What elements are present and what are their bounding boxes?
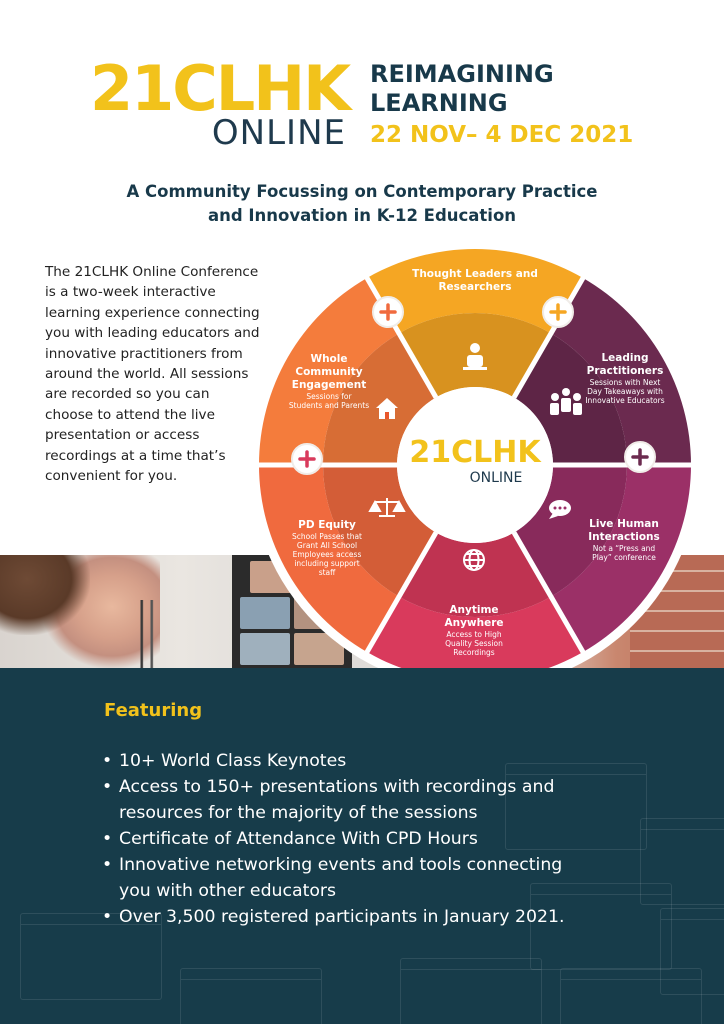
plus-badge bbox=[291, 443, 323, 475]
center-logo-sub: ONLINE bbox=[470, 470, 523, 486]
person-hair-photo bbox=[0, 555, 90, 635]
wheel-inner-segment-pd-equity bbox=[323, 465, 436, 597]
segment-description: Day Takeaways with bbox=[587, 387, 663, 396]
plus-badge bbox=[372, 296, 404, 328]
video-tile bbox=[240, 597, 290, 629]
decorative-window-outline bbox=[560, 968, 702, 1024]
segment-description: Not a “Press and bbox=[593, 544, 656, 553]
segment-title: Thought Leaders and bbox=[412, 268, 538, 280]
center-logo: 21CLHK bbox=[409, 435, 542, 470]
segment-description: Play” conference bbox=[592, 553, 656, 562]
chat-bubble-icon bbox=[549, 500, 571, 519]
segment-description: Innovative Educators bbox=[585, 396, 664, 405]
segment-title: Anytime bbox=[449, 604, 498, 616]
segment-description: Sessions for bbox=[306, 392, 352, 401]
segment-separator bbox=[511, 274, 587, 399]
wheel-segment-pd-equity bbox=[259, 465, 399, 653]
brand-logo: 21CLHK ONLINE bbox=[90, 52, 351, 153]
subtitle-line-2: and Innovation in K-12 Education bbox=[207, 206, 517, 225]
video-tile bbox=[240, 633, 290, 665]
segment-leading-practitioners: Leading Practitioners Sessions with Next… bbox=[585, 352, 664, 405]
decorative-window-outline bbox=[180, 968, 322, 1024]
person-presenting-icon bbox=[463, 343, 487, 370]
segment-description-wrap: Employees access including support staff bbox=[292, 550, 362, 577]
wheel-segment-anytime-anywhere bbox=[367, 596, 583, 681]
segment-title: Researchers bbox=[438, 281, 511, 293]
headline-line-1: REIMAGINING bbox=[370, 60, 554, 88]
segment-description: Grant All School bbox=[297, 541, 357, 550]
decorative-window-outline bbox=[20, 913, 162, 1000]
intro-paragraph: The 21CLHK Online Conference is a two-we… bbox=[45, 264, 260, 485]
segment-title: Whole bbox=[311, 353, 348, 365]
event-dates: 22 NOV– 4 DEC 2021 bbox=[370, 122, 634, 148]
segment-description: Sessions with Next bbox=[590, 378, 661, 387]
decorative-window-outline bbox=[400, 958, 542, 1024]
decorative-window-outline bbox=[660, 908, 724, 995]
wheel-segment-thought-leaders bbox=[367, 249, 583, 334]
wheel-segment-leading-practitioners bbox=[551, 277, 691, 465]
logo-subtitle: ONLINE bbox=[211, 113, 346, 153]
wheel-segment-live-interactions bbox=[551, 465, 691, 653]
subtitle-line-1: A Community Focussing on Contemporary Pr… bbox=[126, 182, 598, 201]
plus-badge bbox=[624, 441, 656, 473]
segment-title: Leading bbox=[601, 352, 648, 364]
segment-description: Students and Parents bbox=[289, 401, 369, 410]
segment-title: Community bbox=[295, 366, 362, 378]
feature-item: Over 3,500 registered participants in Ja… bbox=[100, 904, 570, 930]
segment-description: School Passes that bbox=[292, 532, 362, 541]
wheel-inner-segment-live-interactions bbox=[514, 465, 627, 597]
segment-description: Quality Session bbox=[445, 639, 503, 648]
pillars-wheel: 21CLHK ONLINE bbox=[250, 240, 700, 690]
feature-item: Access to 150+ presentations with record… bbox=[100, 774, 570, 826]
segment-title: Engagement bbox=[292, 379, 366, 391]
scales-icon bbox=[368, 498, 406, 517]
wheel-center bbox=[397, 387, 553, 543]
plus-badge bbox=[542, 296, 574, 328]
house-icon bbox=[376, 398, 398, 419]
wheel-inner-segment-anytime-anywhere bbox=[399, 532, 551, 617]
segment-title: PD Equity bbox=[298, 519, 356, 531]
group-icon bbox=[550, 388, 582, 415]
pen-holder-photo bbox=[135, 600, 185, 670]
segment-title: Anywhere bbox=[444, 617, 503, 629]
subtitle: A Community Focussing on Contemporary Pr… bbox=[0, 180, 724, 228]
segment-title: Practitioners bbox=[587, 365, 664, 377]
segment-separator bbox=[363, 531, 439, 656]
segment-separator bbox=[363, 274, 439, 399]
logo-wordmark: 21CLHK bbox=[90, 52, 351, 125]
globe-icon bbox=[463, 549, 485, 571]
segment-description: Employees access including support staff bbox=[292, 550, 362, 577]
segment-title: Interactions bbox=[588, 531, 660, 543]
featuring-heading: Featuring bbox=[104, 700, 203, 721]
segment-separator bbox=[511, 531, 587, 656]
wheel-inner-segment-whole-community bbox=[323, 333, 436, 465]
segment-live-interactions: Live Human Interactions Not a “Press and… bbox=[588, 518, 660, 562]
decorative-window-outline bbox=[640, 818, 724, 905]
feature-item: Certificate of Attendance With CPD Hours bbox=[100, 826, 570, 852]
features-list: 10+ World Class Keynotes Access to 150+ … bbox=[100, 748, 570, 930]
headline: REIMAGINING LEARNING bbox=[370, 60, 554, 118]
headline-line-2: LEARNING bbox=[370, 89, 508, 117]
segment-title: Live Human bbox=[589, 518, 659, 530]
segment-description: Access to High bbox=[446, 630, 501, 639]
segment-description: Recordings bbox=[453, 648, 495, 657]
segment-whole-community: Whole Community Engagement Sessions for … bbox=[289, 353, 369, 410]
feature-item: 10+ World Class Keynotes bbox=[100, 748, 570, 774]
feature-item: Innovative networking events and tools c… bbox=[100, 852, 570, 904]
segment-thought-leaders: Thought Leaders and Researchers bbox=[412, 268, 538, 293]
wheel-segment-whole-community bbox=[259, 277, 399, 465]
segment-anytime-anywhere: Anytime Anywhere Access to High Quality … bbox=[444, 604, 503, 657]
segment-pd-equity: PD Equity School Passes that Grant All S… bbox=[292, 519, 362, 577]
